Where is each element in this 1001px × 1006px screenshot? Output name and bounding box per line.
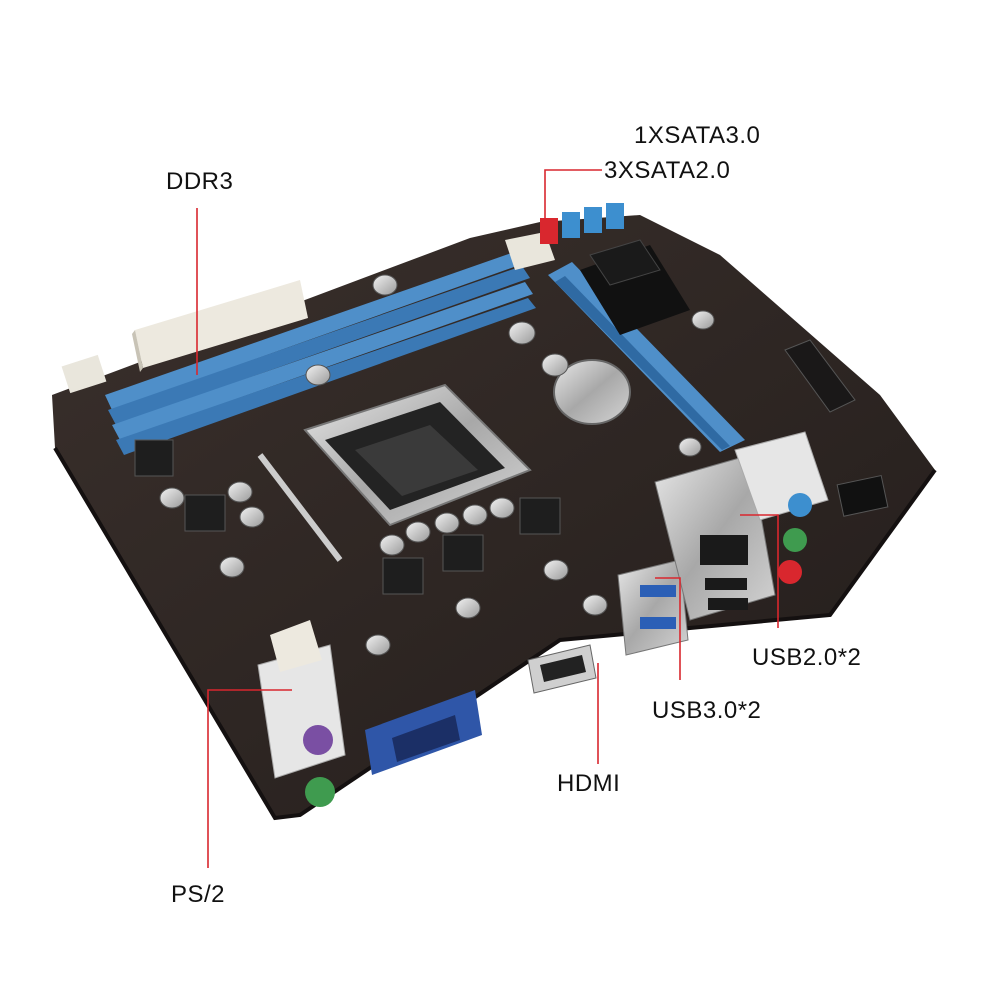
leader-usb3: [655, 577, 681, 680]
audio-line-in: [788, 493, 812, 517]
label-usb2: USB2.0*2: [752, 644, 862, 671]
leader-ps2: [207, 689, 292, 868]
lan-usb2-stack: [654, 454, 776, 621]
ps2-mouse-port: [305, 777, 335, 807]
sata-ports: [540, 203, 624, 244]
label-ddr3: DDR3: [166, 168, 234, 195]
inductors: [134, 439, 561, 595]
ram-latch-left: [61, 354, 107, 394]
label-hdmi: HDMI: [557, 770, 621, 797]
sata2-port: [606, 203, 624, 229]
label-sata3: 1XSATA3.0: [634, 122, 761, 149]
usb3-ports: [617, 559, 689, 656]
sata2-port: [562, 212, 580, 238]
io-chip: [836, 474, 889, 517]
leader-sata: [544, 169, 602, 220]
capacitors: [159, 274, 715, 656]
pcie-x1-slot: [784, 339, 856, 413]
leader-lines: [196, 169, 779, 868]
chip: [589, 239, 661, 286]
sata3-port: [540, 218, 558, 244]
cmos-battery: [553, 359, 631, 425]
label-ps2: PS/2: [171, 881, 226, 908]
ddr3-slots: [105, 232, 555, 455]
audio-mic: [778, 560, 802, 584]
cpu-socket: [257, 383, 532, 562]
pcie-slot: [548, 262, 745, 452]
label-sata2: 3XSATA2.0: [604, 157, 731, 184]
sata2-port: [584, 207, 602, 233]
audio-line-out: [783, 528, 807, 552]
leader-usb2: [740, 514, 779, 628]
audio-jacks: [734, 431, 829, 584]
ps2-port-block: [257, 620, 346, 807]
label-usb3: USB3.0*2: [652, 697, 762, 724]
ps2-keyboard-port: [303, 725, 333, 755]
atx-power-connector: [132, 280, 308, 372]
vga-port: [365, 690, 482, 775]
